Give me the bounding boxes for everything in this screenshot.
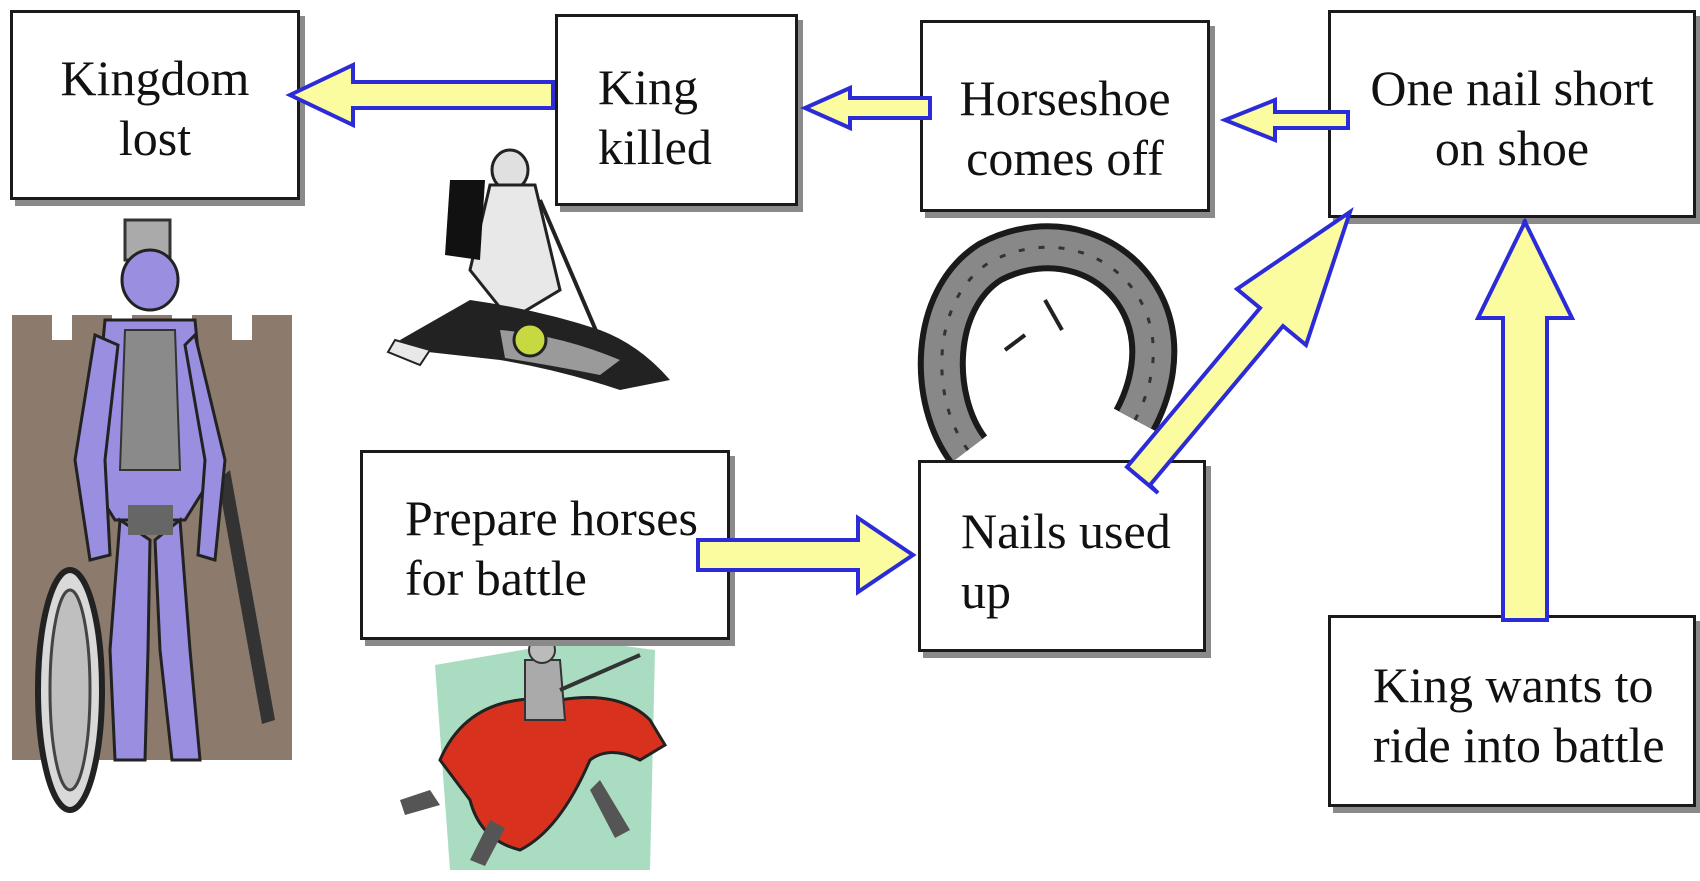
node-label-line2: for battle: [405, 548, 727, 608]
node-label-line1: Nails used: [961, 501, 1203, 561]
node-label-line2: comes off: [923, 128, 1207, 188]
arrow-to-king-killed: [805, 88, 930, 128]
node-nails-used-up: Nails used up: [918, 460, 1206, 652]
node-king-killed: King killed: [555, 14, 798, 206]
arrow-to-nail-short-vertical: [1495, 220, 1540, 620]
node-kingdom-lost: Kingdom lost: [10, 10, 300, 200]
node-horseshoe-comes-off: Horseshoe comes off: [920, 20, 1210, 212]
node-label-line2: ride into battle: [1373, 715, 1693, 775]
node-label-line1: King: [598, 57, 795, 117]
node-label-line1: King wants to: [1373, 655, 1693, 715]
node-label-line2: killed: [598, 117, 795, 177]
arrow-vertical-shaft: [1478, 222, 1572, 620]
node-label-line1: Prepare horses: [405, 488, 727, 548]
node-label-line2: lost: [13, 108, 297, 168]
arrow-to-nail-short-diagonal: [1127, 212, 1350, 493]
arrow-to-nails-used: [698, 518, 913, 592]
node-label-line2: on shoe: [1331, 118, 1693, 178]
node-king-wants-to-ride: King wants to ride into battle: [1328, 615, 1696, 807]
knight-castle-icon: [12, 220, 292, 810]
node-label-line1: Horseshoe: [923, 68, 1207, 128]
node-one-nail-short: One nail short on shoe: [1328, 10, 1696, 218]
mounted-knight-icon: [400, 624, 665, 870]
arrow-to-kingdom-lost: [290, 65, 553, 125]
node-prepare-horses: Prepare horses for battle: [360, 450, 730, 640]
node-label-line1: Kingdom: [13, 48, 297, 108]
node-label-line2: up: [961, 561, 1203, 621]
node-label-line1: One nail short: [1331, 58, 1693, 118]
horseshoe-icon: [942, 247, 1154, 450]
